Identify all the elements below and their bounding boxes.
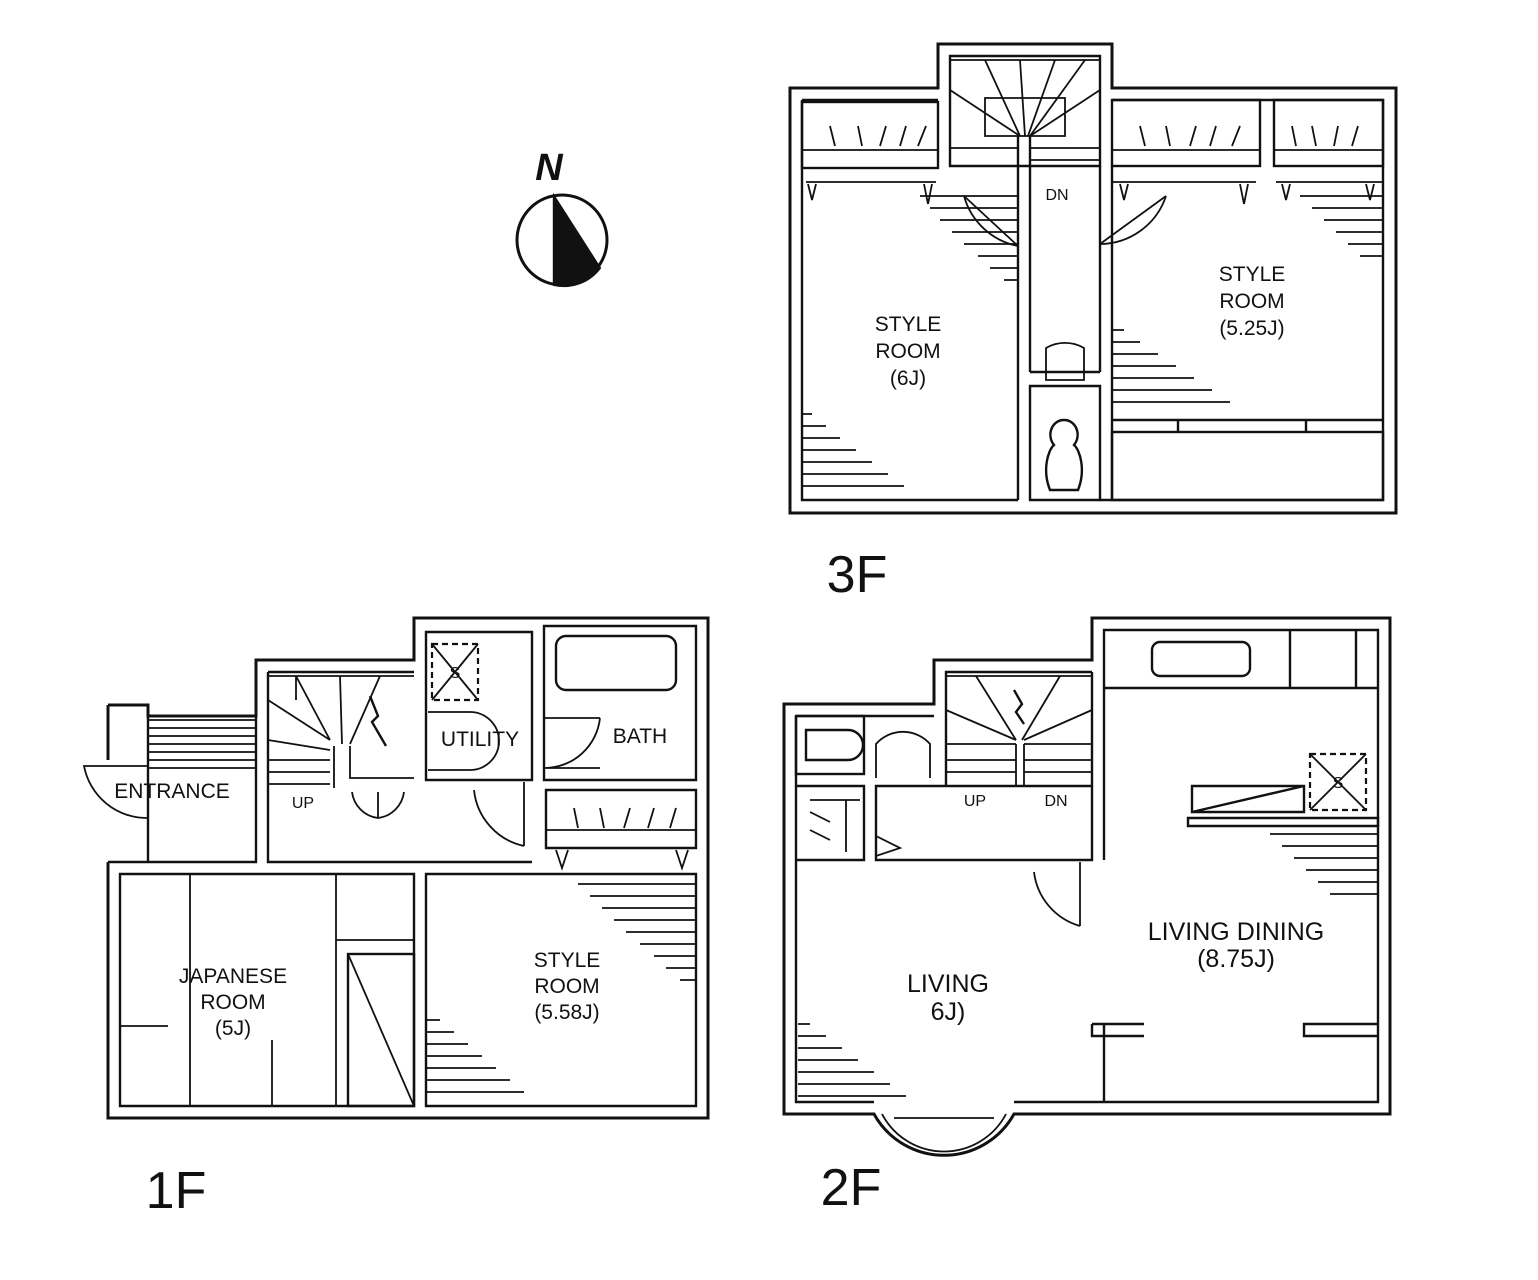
1f-washbasin bbox=[428, 711, 500, 771]
1f-style-room-558j-label: STYLE ROOM (5.58J) bbox=[534, 949, 601, 1024]
svg-text:(5J): (5J) bbox=[215, 1017, 251, 1040]
svg-text:(5.58J): (5.58J) bbox=[534, 1001, 599, 1024]
1f-storage-closet bbox=[346, 952, 416, 1108]
3f-style-room-525j-label: STYLE ROOM (5.25J) bbox=[1219, 263, 1286, 340]
2f-storage-s-label: S bbox=[1333, 775, 1344, 792]
1f-bath-door bbox=[543, 717, 601, 769]
1f-storage-s bbox=[430, 642, 480, 702]
1f-entrance-steps bbox=[148, 719, 256, 769]
1f-entrance-label: ENTRANCE bbox=[114, 780, 230, 803]
2f-living-label: LIVING 6J) bbox=[907, 970, 989, 1026]
svg-text:STYLE: STYLE bbox=[534, 949, 601, 972]
svg-text:ROOM: ROOM bbox=[534, 975, 599, 998]
2f-storage-s bbox=[1308, 752, 1368, 812]
floor-1f-plan: S UTILITY BATH UP ENTRANCE JAPANESE ROOM… bbox=[82, 616, 710, 1220]
north-compass-icon: N bbox=[515, 147, 609, 288]
3f-closet-right-b bbox=[1272, 98, 1385, 201]
3f-closet-left bbox=[800, 100, 940, 205]
floor-3f-label: 3F bbox=[827, 546, 888, 604]
1f-stair bbox=[267, 675, 414, 788]
1f-utility-door bbox=[473, 782, 525, 847]
3f-closet-right-a bbox=[1110, 98, 1262, 205]
svg-text:ROOM: ROOM bbox=[875, 340, 940, 363]
1f-bathtub bbox=[554, 634, 678, 692]
3f-storage bbox=[1110, 430, 1385, 502]
1f-closet-doors bbox=[351, 791, 405, 820]
2f-stair-up-label: UP bbox=[964, 793, 986, 810]
2f-stair-dn-label: DN bbox=[1044, 793, 1067, 810]
svg-text:6J): 6J) bbox=[931, 998, 966, 1026]
floor-2f-label: 2F bbox=[821, 1159, 882, 1217]
2f-kitchen-sink bbox=[1150, 640, 1252, 678]
2f-wc-door bbox=[875, 730, 931, 778]
3f-style-room-6j-label: STYLE ROOM (6J) bbox=[875, 313, 942, 390]
svg-text:LIVING DINING: LIVING DINING bbox=[1148, 918, 1324, 946]
3f-door-left bbox=[963, 195, 1019, 247]
floor-3f-plan: DN STYLE ROOM (6J) STYLE ROOM (5.25J) 3F bbox=[788, 42, 1398, 604]
2f-counter bbox=[1190, 784, 1306, 814]
2f-outer-wall bbox=[782, 616, 1392, 1157]
svg-text:LIVING: LIVING bbox=[907, 970, 989, 998]
3f-toilet-icon bbox=[1044, 418, 1084, 492]
svg-text:(6J): (6J) bbox=[890, 367, 926, 390]
2f-living-door bbox=[1033, 862, 1081, 927]
1f-stair-up-label: UP bbox=[292, 795, 314, 812]
floor-1f-label: 1F bbox=[146, 1162, 207, 1220]
1f-bath-label: BATH bbox=[613, 725, 667, 748]
svg-text:JAPANESE: JAPANESE bbox=[179, 965, 287, 988]
3f-door-right bbox=[1099, 195, 1167, 245]
svg-text:ROOM: ROOM bbox=[1219, 290, 1284, 313]
1f-japanese-room-label: JAPANESE ROOM (5J) bbox=[179, 965, 287, 1040]
svg-text:STYLE: STYLE bbox=[1219, 263, 1286, 286]
3f-outer-wall bbox=[788, 42, 1398, 515]
svg-text:ROOM: ROOM bbox=[200, 991, 265, 1014]
2f-bay-window bbox=[881, 1113, 1007, 1153]
2f-stair bbox=[945, 675, 1093, 786]
3f-stair bbox=[949, 59, 1101, 372]
compass-north-label: N bbox=[535, 147, 564, 189]
3f-stair-dn-label: DN bbox=[1045, 187, 1068, 204]
2f-living-dining-label: LIVING DINING (8.75J) bbox=[1148, 918, 1324, 973]
svg-text:STYLE: STYLE bbox=[875, 313, 942, 336]
1f-outer-wall bbox=[106, 616, 710, 1120]
floor-2f-plan: S UP DN LIVING 6J) LIVING DINING (8.75J)… bbox=[782, 616, 1392, 1217]
1f-storage-s-label: S bbox=[450, 665, 461, 682]
svg-text:(8.75J): (8.75J) bbox=[1197, 945, 1275, 973]
2f-washbasin bbox=[804, 728, 865, 762]
1f-utility-label: UTILITY bbox=[441, 728, 519, 751]
svg-text:(5.25J): (5.25J) bbox=[1219, 317, 1284, 340]
1f-entrance-door bbox=[82, 765, 149, 819]
